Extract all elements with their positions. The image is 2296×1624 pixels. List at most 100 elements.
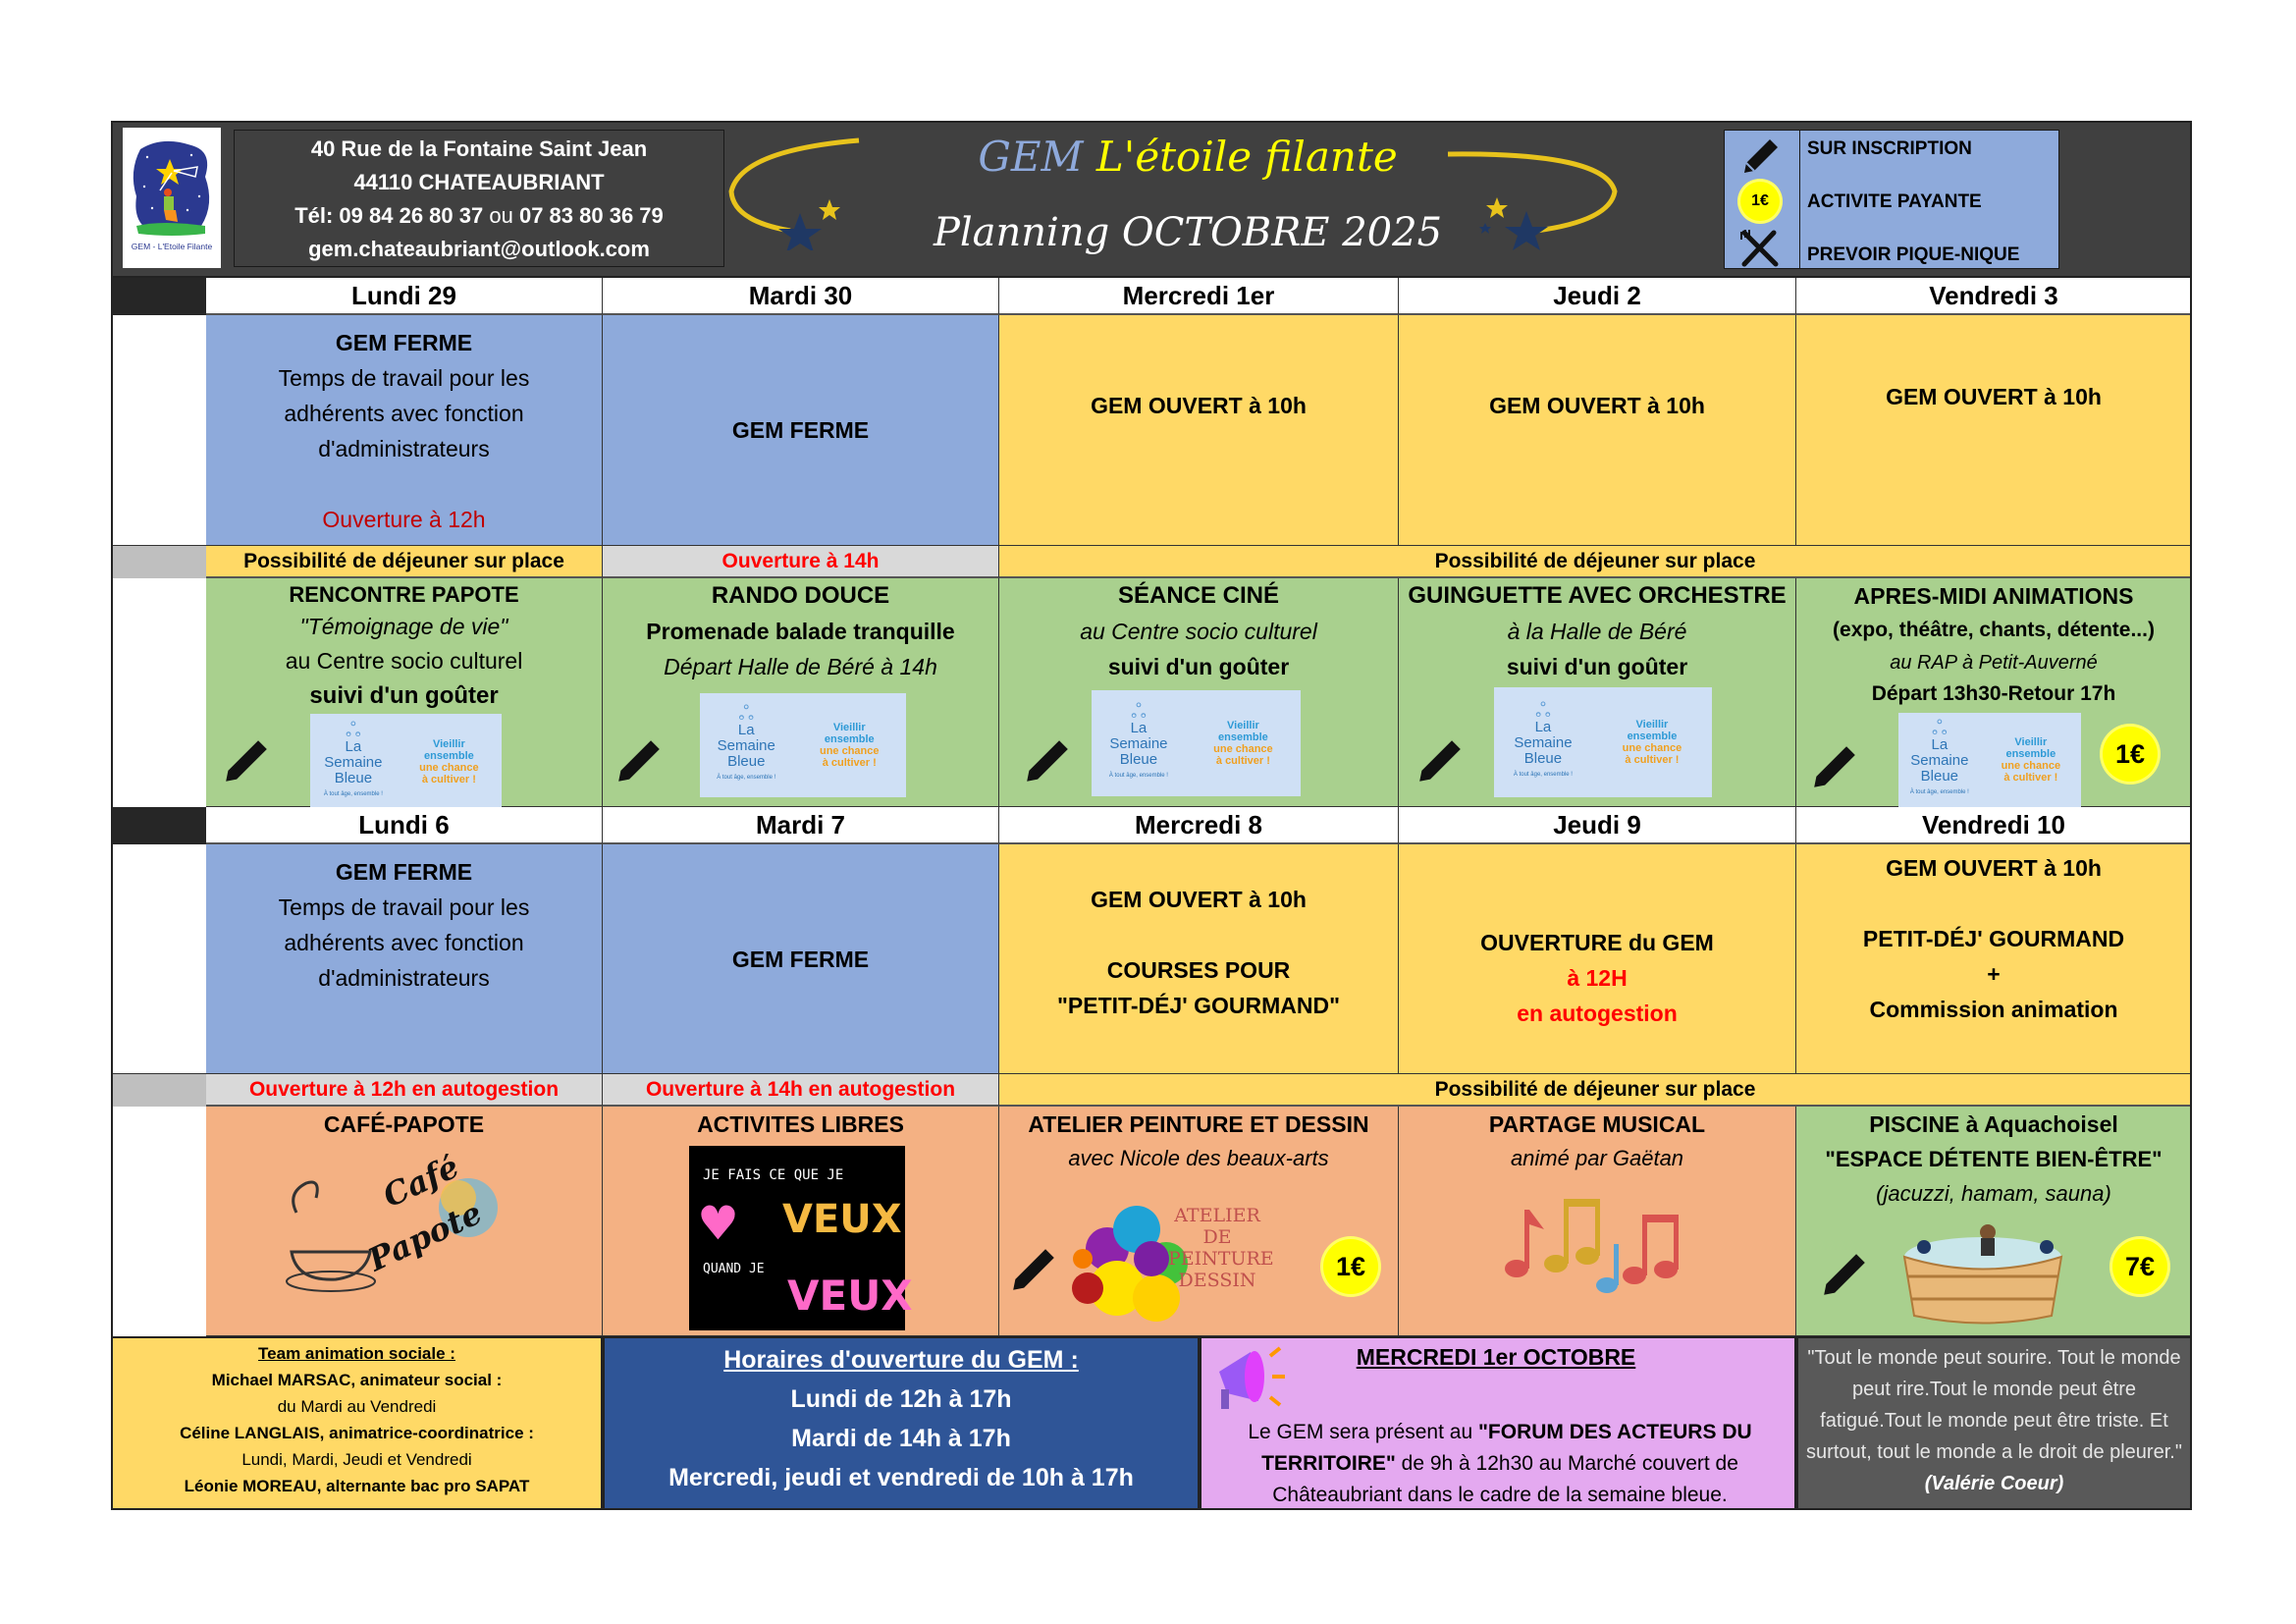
page-subtitle: Planning OCTOBRE 2025	[933, 210, 1443, 255]
pencil-icon	[226, 740, 267, 782]
activity-subtitle: Promenade balade tranquille	[646, 619, 955, 644]
day-header-mercredi-8: Mercredi 8	[999, 807, 1399, 844]
morning-title: GEM FERME	[335, 859, 473, 885]
activity-cafe-papote[interactable]: CAFÉ-PAPOTE Café Papote	[206, 1107, 603, 1336]
morning-title: GEM OUVERT à 10h	[1489, 393, 1705, 418]
pencil-icon	[1824, 1254, 1865, 1295]
activity-subtitle: animé par Gaëtan	[1510, 1146, 1684, 1170]
lunch-note-shared-week2: Possibilité de déjeuner sur place	[999, 1074, 2192, 1107]
activity-title: RANDO DOUCE	[711, 582, 890, 609]
title-gem: GEM	[978, 133, 1084, 181]
lunch-note-lundi-6: Ouverture à 12h en autogestion	[206, 1074, 603, 1107]
pencil-icon	[618, 740, 660, 782]
team-member-days: du Mardi au Vendredi	[277, 1397, 437, 1416]
legend-label-paid: ACTIVITE PAYANTE	[1807, 191, 1982, 212]
morning-cell-vendredi-3: GEM OUVERT à 10h	[1796, 315, 2192, 546]
activity-extra: suivi d'un goûter	[1107, 654, 1290, 679]
semaine-bleue-ribbon-icon: ஃ	[1535, 700, 1551, 722]
morning-cell-mercredi-1: GEM OUVERT à 10h	[999, 315, 1399, 546]
phone-number-alt: 07 83 80 36 79	[518, 203, 664, 228]
activity-location: au Centre socio culturel	[1080, 619, 1317, 644]
atelier-image-line: PEINTURE	[1168, 1248, 1274, 1270]
activity-title: ATELIER PEINTURE ET DESSIN	[1028, 1111, 1369, 1137]
day-header-vendredi-3: Vendredi 3	[1796, 278, 2192, 315]
morning-line: d'administrateurs	[318, 436, 490, 461]
morning-line: Temps de travail pour les	[278, 894, 530, 920]
pencil-icon	[1744, 139, 1778, 173]
music-notes-icon	[1505, 1199, 1679, 1293]
side-morning-week1	[111, 315, 206, 546]
activity-subtitle: "Témoignage de vie"	[299, 614, 508, 639]
lunch-note-mardi-30: Ouverture à 14h	[603, 546, 999, 578]
address-line-1: 40 Rue de la Fontaine Saint Jean	[310, 136, 648, 161]
activity-partage-musical[interactable]: PARTAGE MUSICAL animé par Gaëtan	[1399, 1107, 1796, 1336]
activity-title: PARTAGE MUSICAL	[1488, 1111, 1706, 1137]
contact-box: 40 Rue de la Fontaine Saint Jean 44110 C…	[234, 130, 724, 267]
price-badge-icon: 1€	[1740, 182, 1780, 221]
gem-logo: GEM - L'Etoile Filante	[123, 128, 221, 268]
side-marker-week1	[111, 278, 206, 315]
hours-line: Lundi de 12h à 17h	[790, 1385, 1012, 1413]
morning-line: adhérents avec fonction	[284, 930, 524, 955]
quote-author: (Valérie Coeur)	[1924, 1473, 2064, 1494]
day-header-lundi-29: Lundi 29	[206, 278, 603, 315]
morning-cell-mardi-30: GEM FERME	[603, 315, 999, 546]
day-header-jeudi-9: Jeudi 9	[1399, 807, 1796, 844]
day-header-jeudi-2: Jeudi 2	[1399, 278, 1796, 315]
morning-line: adhérents avec fonction	[284, 401, 524, 426]
svg-text:Papote: Papote	[361, 1194, 487, 1279]
activity-extra: suivi d'un goûter	[309, 682, 499, 709]
team-member-days: Lundi, Mardi, Jeudi et Vendredi	[241, 1450, 472, 1469]
side-afternoon-week2	[111, 1107, 206, 1336]
activity-subtitle: "ESPACE DÉTENTE BIEN-ÊTRE"	[1825, 1147, 2163, 1171]
lunch-note-lundi-29: Possibilité de déjeuner sur place	[206, 546, 603, 578]
star-icon	[1479, 223, 1491, 234]
cafe-papote-logo-icon: Café Papote	[285, 1148, 498, 1292]
morning-title: GEM OUVERT à 10h	[1091, 393, 1307, 418]
side-lunch-week1	[111, 546, 206, 578]
activity-details: (jacuzzi, hamam, sauna)	[1876, 1181, 2111, 1206]
activity-location: au Centre socio culturel	[285, 648, 523, 674]
pencil-icon	[1814, 746, 1855, 787]
morning-line: PETIT-DÉJ' GOURMAND	[1862, 926, 2125, 951]
star-icon	[1486, 197, 1508, 218]
team-title: Team animation sociale :	[258, 1344, 455, 1363]
side-lunch-week2	[111, 1074, 206, 1107]
semaine-bleue-ribbon-icon: ஃ	[1932, 718, 1948, 739]
activity-title: PISCINE à Aquachoisel	[1869, 1111, 2118, 1137]
star-icon	[778, 213, 822, 250]
morning-line: COURSES POUR	[1106, 957, 1291, 983]
announcement-panel: MERCREDI 1er OCTOBRE Le GEM sera présent…	[1200, 1336, 1796, 1510]
jacuzzi-icon	[1902, 1224, 2063, 1325]
activity-location: au RAP à Petit-Auverné	[1890, 652, 2098, 674]
morning-cell-jeudi-9: OUVERTURE du GEM à 12H en autogestion	[1399, 844, 1796, 1074]
activity-activites-libres[interactable]: ACTIVITES LIBRES JE FAIS CE QUE JE ♥ VEU…	[603, 1107, 999, 1336]
heart-icon: ♥	[701, 1190, 735, 1257]
morning-line: +	[1987, 961, 2001, 987]
email[interactable]: gem.chateaubriant@outlook.com	[308, 237, 650, 261]
day-header-vendredi-10: Vendredi 10	[1796, 807, 2192, 844]
phone-or: ou	[489, 203, 513, 228]
semaine-bleue-ribbon-icon: ஃ	[1131, 701, 1147, 723]
activity-title: APRES-MIDI ANIMATIONS	[1853, 583, 2134, 609]
opening-hours-panel: Horaires d'ouverture du GEM : Lundi de 1…	[603, 1336, 1200, 1510]
day-header-mardi-7: Mardi 7	[603, 807, 999, 844]
address-line-2: 44110 CHATEAUBRIANT	[353, 170, 605, 194]
logo-caption: GEM - L'Etoile Filante	[132, 242, 213, 251]
activity-title: GUINGUETTE AVEC ORCHESTRE	[1408, 582, 1787, 609]
price-badge-icon: 1€	[1323, 1239, 1378, 1294]
semaine-bleue-ribbon-icon: ஃ	[738, 703, 755, 725]
activity-atelier-peinture[interactable]: ATELIER PEINTURE ET DESSIN avec Nicole d…	[999, 1107, 1399, 1336]
phone-number: Tél: 09 84 26 80 37	[294, 203, 484, 228]
legend-label-registration: SUR INSCRIPTION	[1807, 138, 1972, 159]
morning-line: d'administrateurs	[318, 965, 490, 991]
activity-extra: suivi d'un goûter	[1506, 654, 1688, 679]
activity-piscine[interactable]: PISCINE à Aquachoisel "ESPACE DÉTENTE BI…	[1796, 1107, 2192, 1336]
atelier-image-line: ATELIER DE	[1174, 1205, 1260, 1248]
star-icon	[819, 199, 840, 220]
morning-line: Temps de travail pour les	[278, 365, 530, 391]
